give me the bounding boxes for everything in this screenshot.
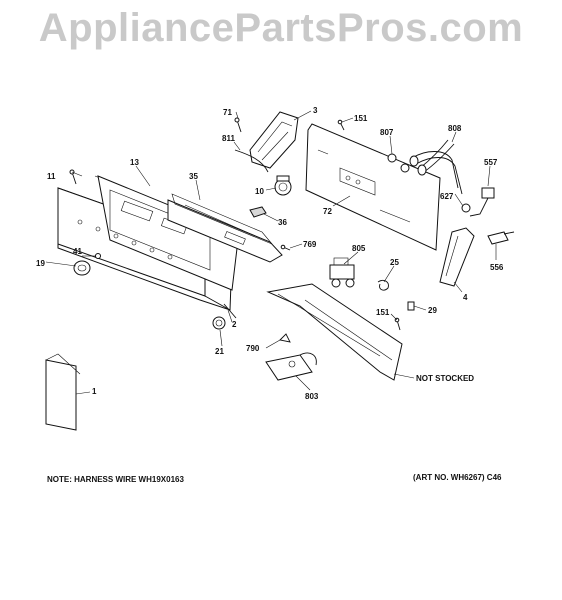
callout-25: 25: [390, 258, 399, 267]
water-valve-805: [329, 257, 355, 288]
callout-19: 19: [36, 259, 45, 268]
knob-21: [212, 316, 226, 330]
callout-805: 805: [352, 244, 366, 253]
clamp-25: [377, 279, 389, 291]
trim-2: [223, 303, 237, 319]
screw-151-top: [337, 119, 345, 131]
bracket-4: [439, 227, 475, 287]
callout-627: 627: [440, 192, 454, 201]
clip-29: [407, 301, 415, 311]
dispenser-803: [265, 352, 317, 381]
knob-19: [73, 260, 91, 276]
callout-808: 808: [448, 124, 462, 133]
clip-790: [279, 333, 291, 343]
clip-36: [249, 206, 267, 218]
part-41: [95, 253, 101, 259]
callout-71: 71: [223, 108, 232, 117]
callout-72: 72: [323, 207, 332, 216]
backsplash-72: [305, 123, 441, 251]
connector-556: [487, 231, 515, 245]
callout-151-lower: 151: [376, 308, 390, 317]
top-cover-not-stocked: [266, 283, 403, 381]
callout-11: 11: [47, 172, 56, 181]
callout-557: 557: [484, 158, 498, 167]
callout-29: 29: [428, 306, 437, 315]
callout-41: 41: [73, 247, 82, 256]
booklet-1: [45, 353, 81, 431]
art-number: (ART NO. WH6267) C46: [413, 473, 502, 482]
callout-36: 36: [278, 218, 287, 227]
washer-627: [461, 203, 471, 213]
screw-151-lower: [394, 317, 401, 331]
not-stocked-label: NOT STOCKED: [416, 374, 474, 383]
harness-note: NOTE: HARNESS WIRE WH19X0163: [47, 475, 184, 484]
callout-10: 10: [255, 187, 264, 196]
screw-71: [234, 117, 242, 133]
circuit-board-35: [167, 193, 283, 263]
callout-35: 35: [189, 172, 198, 181]
callout-811: 811: [222, 134, 235, 143]
watermark: AppliancePartsPros.com: [38, 6, 524, 50]
callout-2: 2: [232, 320, 237, 329]
callout-labels: 71 3 151 807 808 811 11 13 557 35 10 627…: [36, 106, 504, 484]
callout-4: 4: [463, 293, 468, 302]
callout-769: 769: [303, 240, 317, 249]
callout-556: 556: [490, 263, 504, 272]
hoses-808: [409, 139, 463, 195]
callout-21: 21: [215, 347, 224, 356]
callout-3: 3: [313, 106, 318, 115]
control-panel-13: [57, 175, 241, 311]
callout-13: 13: [130, 158, 139, 167]
screw-11: [69, 169, 77, 185]
callout-1: 1: [92, 387, 97, 396]
bracket-3: [249, 111, 299, 169]
callout-807: 807: [380, 128, 394, 137]
callout-151-top: 151: [354, 114, 368, 123]
sensor-557: [469, 187, 495, 217]
screw-769: [280, 244, 291, 251]
leader-lines: [45, 110, 497, 395]
wire-811: [234, 149, 269, 173]
pressure-switch-10: [274, 175, 292, 196]
callout-803: 803: [305, 392, 319, 401]
callout-790: 790: [246, 344, 260, 353]
